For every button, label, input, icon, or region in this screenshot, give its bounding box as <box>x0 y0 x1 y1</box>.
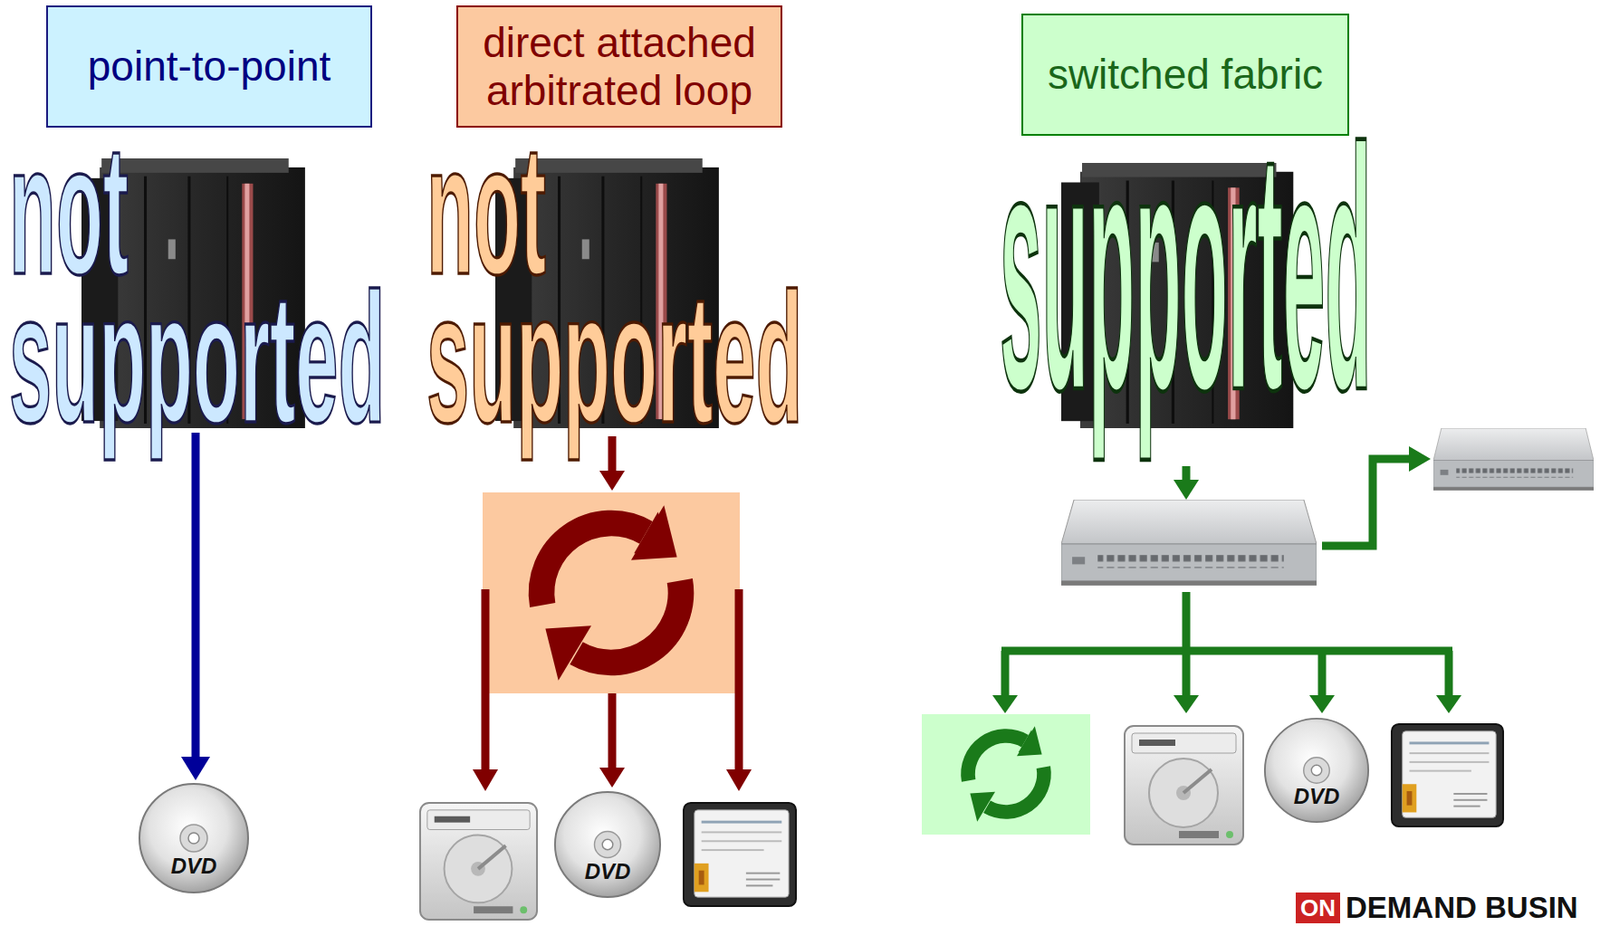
arrow-line <box>608 436 617 473</box>
tape-picture <box>1391 724 1504 827</box>
header-box: point-to-point <box>46 5 373 128</box>
arrow-line <box>608 693 617 770</box>
loop-picture <box>967 726 1045 823</box>
dvd-label: DVD <box>584 861 632 883</box>
dvd-picture <box>555 792 661 898</box>
arrow-head <box>472 769 499 792</box>
arrow-head <box>181 756 211 781</box>
arrow-line <box>191 432 201 761</box>
arrow-head <box>599 767 625 788</box>
dvd-picture <box>139 784 249 893</box>
logo-mark: ON <box>1295 892 1341 924</box>
dvd-label: DVD <box>171 855 218 878</box>
header-text: point-to-point <box>87 42 332 91</box>
logo-text: DEMAND BUSIN <box>1345 892 1579 924</box>
arrow-head <box>726 769 752 792</box>
loop-picture <box>541 505 681 681</box>
header-text: switched fabric <box>1047 50 1323 99</box>
arrow-head <box>1408 446 1431 472</box>
header-text: direct attached arbitrated loop <box>470 19 768 115</box>
arrow-line <box>1322 459 1411 547</box>
switch-picture <box>1061 499 1317 586</box>
arrow-head <box>992 695 1018 714</box>
arrow-head <box>1173 479 1199 500</box>
arrow-line <box>1001 647 1453 656</box>
arrow-line <box>1182 592 1191 655</box>
arrow-line <box>1182 651 1191 698</box>
status-overlay: not supported <box>426 134 812 432</box>
arrow-head <box>1173 695 1199 714</box>
loop-ground <box>921 714 1091 835</box>
arrow-line <box>481 589 490 772</box>
header-box: direct attached arbitrated loop <box>456 5 783 128</box>
tape-picture <box>683 803 796 907</box>
arrow-line <box>1445 651 1454 698</box>
dvd-label: DVD <box>1293 785 1341 808</box>
header-box: switched fabric <box>1021 13 1350 136</box>
arrow-head <box>599 470 625 491</box>
disk-picture <box>1124 726 1244 845</box>
arrow-line <box>1182 466 1191 482</box>
arrow-line <box>1001 651 1010 698</box>
status-overlay: not supported <box>9 134 394 432</box>
status-overlay: supported <box>999 130 1380 406</box>
arrow-head <box>1436 695 1462 714</box>
disk-picture <box>420 803 537 920</box>
dvd-picture <box>1264 718 1369 823</box>
loop-ground <box>482 492 740 694</box>
arrow-head <box>1309 695 1335 714</box>
arrow-line <box>735 589 744 772</box>
arrow-line <box>1318 651 1327 698</box>
switch-picture <box>1433 428 1594 491</box>
